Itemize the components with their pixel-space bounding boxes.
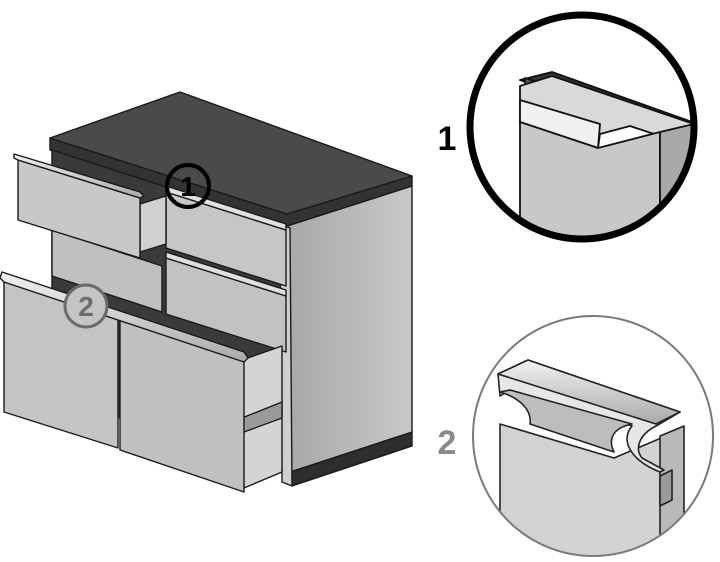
detail-2-label: 2: [438, 424, 457, 462]
detail-2-zoom: [472, 315, 714, 557]
callout-2: 2: [63, 283, 109, 329]
cabinet: [0, 91, 413, 493]
detail-1-zoom: [466, 11, 698, 243]
open-drawer-small-side: [139, 195, 167, 253]
large-drawer-handle: [0, 271, 249, 363]
detail-1-label: 1: [438, 120, 457, 158]
cabinet-side-panel: [286, 185, 413, 473]
callout-1: 1: [165, 163, 211, 209]
callout-1-number: 1: [180, 171, 196, 202]
callout-2-number: 2: [78, 291, 94, 322]
detail-2-clip-fixing: [659, 469, 673, 507]
handle-rail-middle-right: [165, 251, 287, 297]
open-drawer-small-handle: [13, 153, 145, 199]
